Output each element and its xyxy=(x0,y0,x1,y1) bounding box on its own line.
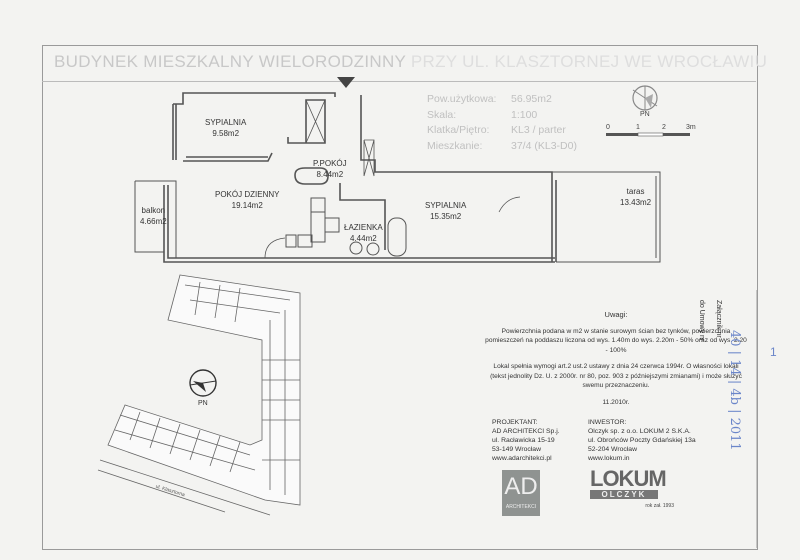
ad-architekci-logo: AD ARCHITEKCI xyxy=(502,470,540,516)
apartment-info: Pow.użytkowa:56.95m2 Skala:1:100 Klatka/… xyxy=(427,93,577,152)
designer-info: PROJEKTANT: AD ARCHITEKCI Sp.j. ul. Racł… xyxy=(492,419,560,462)
investor-info: INWESTOR: Olczyk sp. z o.o. LOKUM 2 S.K.… xyxy=(588,419,696,462)
entrance-marker-icon xyxy=(337,77,355,88)
handwritten-annex-number: 1 xyxy=(770,345,777,359)
compass-label: PN xyxy=(640,111,650,118)
notes: Uwagi: Powierzchnia podana w m2 w stanie… xyxy=(485,310,747,406)
handwritten-contract-number: 40 | 14 | 4b | 2011 xyxy=(727,330,742,451)
document-title: BUDYNEK MIESZKALNY WIELORODZINNY PRZY UL… xyxy=(54,52,768,71)
site-plan xyxy=(97,274,301,516)
title-bar: BUDYNEK MIESZKALNY WIELORODZINNY PRZY UL… xyxy=(42,45,767,82)
compass-icon xyxy=(632,85,658,111)
site-compass-label: PN xyxy=(198,400,208,407)
site-compass-icon xyxy=(189,369,217,397)
lokum-logo: LOKUM OLCZYK rok zał. 1993 xyxy=(590,466,674,509)
scale-bar xyxy=(606,132,690,137)
annex-note: Załącznik nr do Umowy nr xyxy=(698,300,722,342)
